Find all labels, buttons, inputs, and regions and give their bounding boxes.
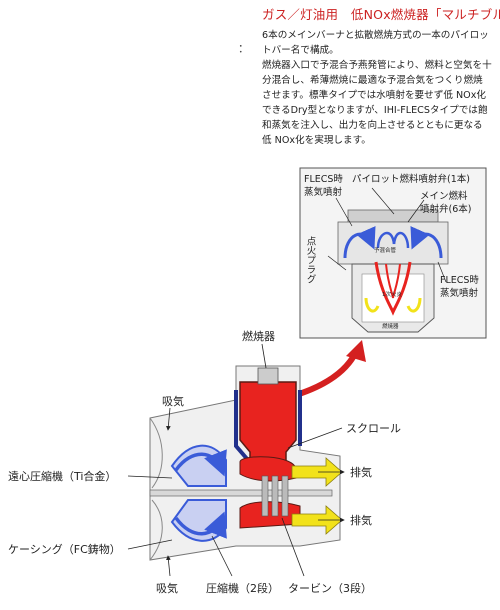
turbine-stage-2: [271, 475, 279, 517]
leader-compressor: [211, 535, 233, 577]
label-compressor: 圧縮機（2段）: [206, 581, 279, 595]
label-inner-combustor: 燃焼器: [382, 322, 399, 330]
label-pilot-fuel: パイロット燃料噴射弁(1本): [352, 173, 470, 185]
label-flecs-right: FLECS時: [440, 275, 479, 286]
leader-pilot-fuel: [371, 187, 395, 215]
label-intake-top: 吸気: [162, 394, 184, 408]
label-exhaust-2: 排気: [350, 513, 372, 527]
label-scroll: スクロール: [346, 422, 401, 435]
label-intake-bottom: 吸気: [156, 581, 178, 595]
leader-steam-top: [335, 197, 353, 227]
rotor-shaft: [149, 489, 333, 497]
intake-lower-edge: [149, 499, 163, 561]
leader-compressor-material: [127, 475, 173, 479]
exhaust-arrow-upper: [291, 457, 343, 487]
label-exhaust-1: 排気: [350, 465, 372, 479]
turbine-stage-3: [281, 475, 289, 517]
label-inner-premix: 予混合管: [374, 246, 397, 254]
leader-scroll: [287, 427, 343, 449]
burner-air-flow-right: [410, 226, 443, 259]
burner-air-flow-inner-left: [376, 231, 396, 249]
scroll-red-lower: [239, 501, 301, 529]
burner-flame-inner: [385, 263, 401, 299]
bullet-mark: ：: [238, 42, 249, 55]
label-inner-primary-flame: 1次火炎: [382, 290, 402, 298]
engine-cross-section: [149, 365, 343, 561]
burner-detail-diagram: FLECS時 蒸気噴射 パイロット燃料噴射弁(1本) メイン燃料 噴射弁(6本)…: [299, 167, 487, 339]
leader-main-fuel: [407, 199, 425, 223]
label-steam-inject-right: 蒸気噴射: [440, 287, 479, 299]
burner-air-flow-inner-right: [392, 231, 410, 249]
description-line-2: 燃焼器入口で予混合予燕発管により、燃料と空気を十分混合し、希薄燃焼に最適な予混合…: [262, 60, 492, 146]
label-main-fuel-1: メイン燃料: [420, 190, 468, 202]
leader-combustor: [261, 343, 267, 369]
leader-steam-right: [437, 261, 447, 283]
compressor-air-flow-upper: [174, 449, 227, 477]
label-turbine: タービン（3段）: [288, 581, 372, 595]
intake-upper-edge: [149, 417, 163, 489]
callout-arrow-shaft: [295, 350, 359, 398]
label-compressor-material: 遠心圧縮機（Ti合金）: [8, 469, 116, 483]
exhaust-arrow-lower: [291, 505, 343, 535]
leader-casing: [127, 539, 173, 550]
description: 6本のメインバーナと拡散燃焼方式の一本のパイロットバー名で構成。 燃焼器入口で予…: [262, 28, 492, 148]
callout-arrow-head: [346, 340, 366, 362]
combustor-cap: [257, 367, 279, 385]
turbine-stage-1: [261, 475, 269, 517]
page-title: ガス／灯油用 低NOx燃焼器「マルチブル」: [262, 7, 500, 22]
label-flecs-top: FLECS時: [304, 174, 343, 185]
leader-turbine: [281, 517, 305, 577]
label-steam-inject-top: 蒸気噴射: [304, 186, 343, 198]
burner-exhaust-flow-right: [406, 297, 422, 313]
compressor-air-flow-lower: [174, 511, 227, 539]
burner-air-flow-left: [343, 226, 376, 259]
label-ignition-plug: 点火プラグ: [305, 236, 317, 284]
description-line-1: 6本のメインバーナと拡散燃焼方式の一本のパイロットバー名で構成。: [262, 30, 489, 56]
label-combustor: 燃焼器: [242, 329, 275, 343]
leader-intake-top: [165, 407, 171, 431]
label-casing: ケーシング（FC鋳物）: [8, 542, 121, 556]
label-main-fuel-2: 噴射弁(6本): [420, 203, 471, 215]
burner-exhaust-flow-left: [364, 297, 380, 313]
combustor-jacket: [234, 390, 302, 462]
leader-intake-bottom: [166, 555, 171, 577]
burner-flame-outer: [374, 261, 412, 316]
leader-ignition: [327, 255, 347, 271]
